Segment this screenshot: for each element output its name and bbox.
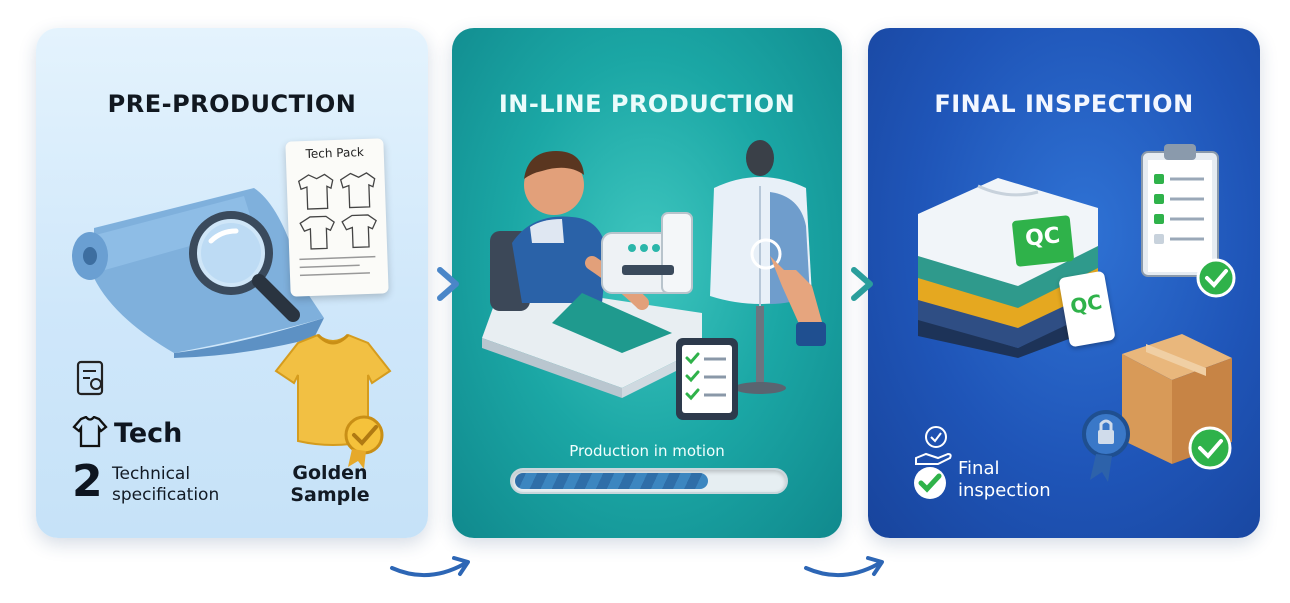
clipboard-doc-icon xyxy=(76,360,104,396)
legend-spec-line2: specification xyxy=(112,485,220,505)
golden-sample-tshirt-icon xyxy=(274,333,392,469)
chevron-right-icon xyxy=(437,267,459,301)
garment-sketches-icon xyxy=(297,172,377,277)
sewing-worker-icon xyxy=(482,151,702,398)
tablet-checklist-icon xyxy=(676,338,738,420)
stage-title: FINAL INSPECTION xyxy=(934,90,1194,118)
magnifier-icon xyxy=(189,211,300,322)
golden-line2: Sample xyxy=(290,484,370,506)
final-line2: inspection xyxy=(958,480,1051,501)
stage-card-pre-production: PRE-PRODUCTION Tech Pack xyxy=(36,28,428,538)
stage-card-final-inspection: FINAL INSPECTION QC QC xyxy=(868,28,1260,538)
progress-bar xyxy=(510,468,788,494)
qc-badge: QC xyxy=(1011,215,1075,267)
progress-label: Production in motion xyxy=(569,442,725,460)
final-line1: Final xyxy=(958,458,1000,479)
tshirt-outline-icon xyxy=(72,416,108,448)
flow-arrow-icon xyxy=(390,556,470,578)
tech-pack-sheet: Tech Pack xyxy=(285,138,389,297)
legend-spec-line1: Technical xyxy=(112,464,191,484)
stage-title: IN-LINE PRODUCTION xyxy=(498,90,796,118)
progress-bar-fill xyxy=(515,473,708,489)
shipping-box-icon xyxy=(1082,334,1232,482)
qc-badge-label: QC xyxy=(1023,223,1062,252)
mannequin-shirt-icon xyxy=(710,140,826,394)
hand-check-icon xyxy=(915,426,952,465)
stage-card-inline-production: IN-LINE PRODUCTION xyxy=(452,28,842,538)
flow-arrow-icon xyxy=(804,556,884,578)
clipboard-checklist-icon xyxy=(1141,144,1236,298)
check-circle-icon xyxy=(914,467,946,499)
stage-title: PRE-PRODUCTION xyxy=(107,90,357,118)
legend-tech-label: Tech xyxy=(114,418,183,449)
legend-number: 2 xyxy=(72,456,103,507)
chevron-right-icon xyxy=(851,267,873,301)
golden-line1: Golden xyxy=(292,462,368,484)
